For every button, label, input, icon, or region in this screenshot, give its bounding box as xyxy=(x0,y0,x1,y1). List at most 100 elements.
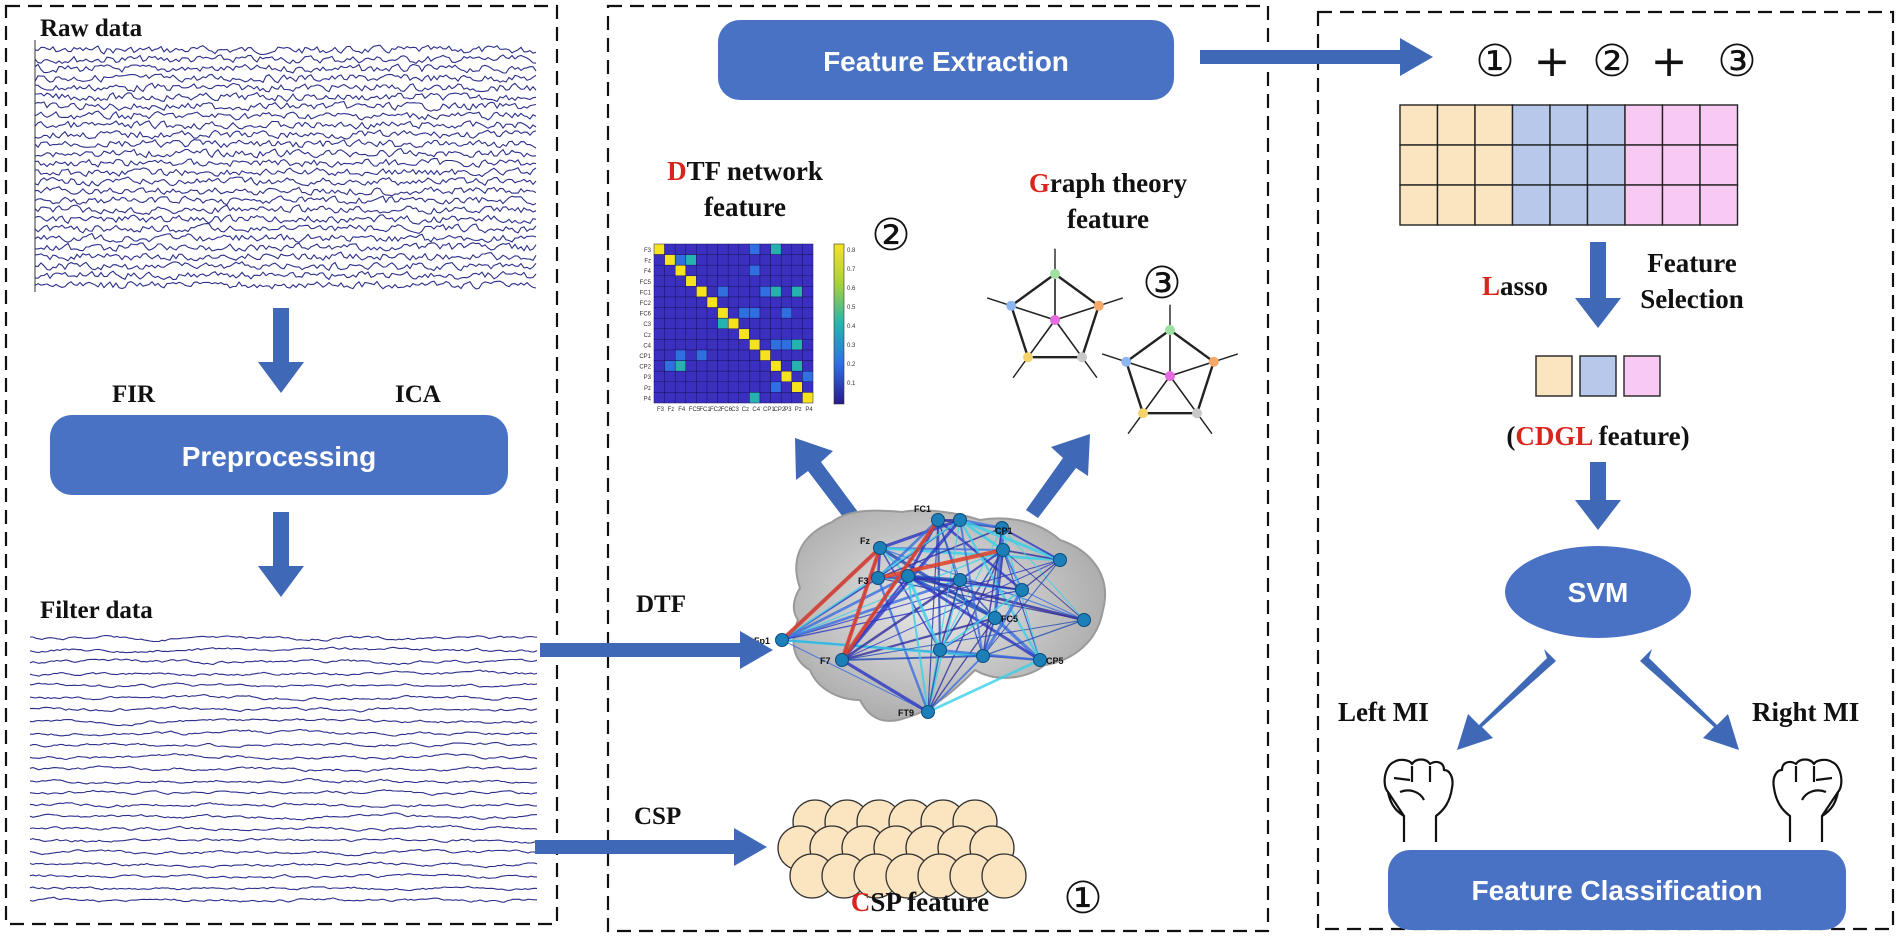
selected-dtf-feature xyxy=(1579,355,1617,397)
arrow-svm-to-left-mi xyxy=(1457,649,1556,750)
graph-node xyxy=(1137,408,1148,419)
matrix-cell xyxy=(780,243,793,255)
feature-extraction-box xyxy=(718,20,1174,100)
brain-node xyxy=(901,569,915,583)
brain-node-label: Fz xyxy=(860,536,870,546)
matrix-cell xyxy=(674,370,687,383)
matrix-row-label: Pz xyxy=(644,386,651,392)
lasso-label: Lasso xyxy=(1482,271,1548,301)
matrix-col-label: Fz xyxy=(668,407,675,413)
colorbar-tick: 0.5 xyxy=(847,305,856,311)
brain-node xyxy=(976,649,990,663)
matrix-cell xyxy=(696,296,708,308)
brain-node xyxy=(871,571,885,585)
right-mi-label: Right MI xyxy=(1752,697,1859,727)
colorbar-tick: 0.6 xyxy=(847,286,856,292)
matrix-cell xyxy=(653,370,665,383)
matrix-cell xyxy=(770,392,782,404)
matrix-cell xyxy=(802,370,814,383)
matrix-cell xyxy=(727,286,740,298)
eeg-trace xyxy=(29,873,538,880)
matrix-cell xyxy=(696,381,708,393)
matrix-cell xyxy=(802,339,814,351)
feature-grid-cell xyxy=(1586,144,1626,186)
matrix-cell xyxy=(653,275,665,287)
matrix-cell xyxy=(749,254,761,266)
matrix-cell xyxy=(685,349,697,361)
matrix-cell xyxy=(770,339,782,351)
matrix-cell xyxy=(717,349,729,361)
svm-node xyxy=(1505,546,1691,638)
eeg-trace xyxy=(34,214,537,225)
matrix-cell xyxy=(749,264,761,277)
eeg-trace xyxy=(35,242,537,252)
matrix-row-label: F3 xyxy=(644,248,652,254)
matrix-cell xyxy=(770,275,782,287)
colorbar-ticks: 0.80.70.60.50.40.30.20.1 xyxy=(847,248,856,387)
matrix-row-label: FC5 xyxy=(640,280,652,286)
graph-node xyxy=(1077,352,1088,363)
arrow-filter-to-brain xyxy=(540,631,773,669)
matrix-cell xyxy=(653,381,665,393)
eeg-trace xyxy=(34,73,537,84)
matrix-row-label: FC1 xyxy=(640,290,652,296)
eeg-trace xyxy=(34,63,537,74)
matrix-cell xyxy=(717,317,729,330)
matrix-cell xyxy=(780,381,793,393)
colorbar-tick: 0.7 xyxy=(847,267,856,273)
feature-grid-cell xyxy=(1549,104,1589,146)
matrix-cell xyxy=(759,339,771,351)
eeg-trace xyxy=(34,195,537,206)
eeg-trace xyxy=(29,812,538,821)
brain-node xyxy=(953,513,967,527)
matrix-cell xyxy=(791,328,803,340)
combination-marker-1: ① xyxy=(1475,36,1514,87)
right-fist-icon xyxy=(1772,758,1843,842)
eeg-trace xyxy=(29,789,538,796)
svm-label: SVM xyxy=(1568,577,1629,608)
matrix-row-label: P4 xyxy=(644,396,652,402)
left-mi-label: Left MI xyxy=(1338,697,1429,727)
eeg-trace xyxy=(29,658,538,666)
eeg-trace xyxy=(34,176,537,187)
matrix-cell xyxy=(780,328,793,340)
matrix-cell xyxy=(759,307,771,319)
matrix-cell xyxy=(696,360,708,372)
arrow-to-lasso-selection xyxy=(1575,242,1621,328)
feature-classification-box xyxy=(1388,850,1846,930)
eeg-trace xyxy=(30,634,538,643)
matrix-cell xyxy=(780,264,793,277)
matrix-cell xyxy=(717,381,729,393)
eeg-trace xyxy=(34,157,537,168)
eeg-trace xyxy=(29,837,538,844)
matrix-cell xyxy=(770,243,782,255)
matrix-cell xyxy=(791,339,803,351)
matrix-cell xyxy=(706,328,718,340)
feature-grid-cell xyxy=(1474,144,1514,186)
feature-grid-cell xyxy=(1511,104,1551,146)
brain-node-label: FC5 xyxy=(1001,614,1018,624)
matrix-cell xyxy=(780,275,793,287)
matrix-col-label: F4 xyxy=(678,407,686,413)
matrix-cell xyxy=(685,328,697,340)
matrix-cell xyxy=(706,349,718,361)
arrow-svm-to-right-mi xyxy=(1640,649,1739,750)
feature-grid-cell xyxy=(1436,144,1476,186)
matrix-cell xyxy=(717,264,729,277)
matrix-cell xyxy=(674,339,687,351)
brain-node-label: FC1 xyxy=(914,504,931,514)
preprocessing-panel xyxy=(4,4,559,926)
matrix-cell xyxy=(738,317,750,330)
matrix-cell xyxy=(727,328,740,340)
matrix-cell xyxy=(717,254,729,266)
feature-grid-cell xyxy=(1661,144,1701,186)
matrix-cell xyxy=(664,264,676,277)
matrix-cell xyxy=(791,264,803,277)
dtf-feature-title: DTF network xyxy=(667,156,823,186)
brain-node xyxy=(775,633,789,647)
graph-node xyxy=(1022,352,1033,363)
matrix-cell xyxy=(791,307,803,319)
matrix-cell xyxy=(696,317,708,330)
arrow-preprocessing-to-filter xyxy=(258,512,304,597)
